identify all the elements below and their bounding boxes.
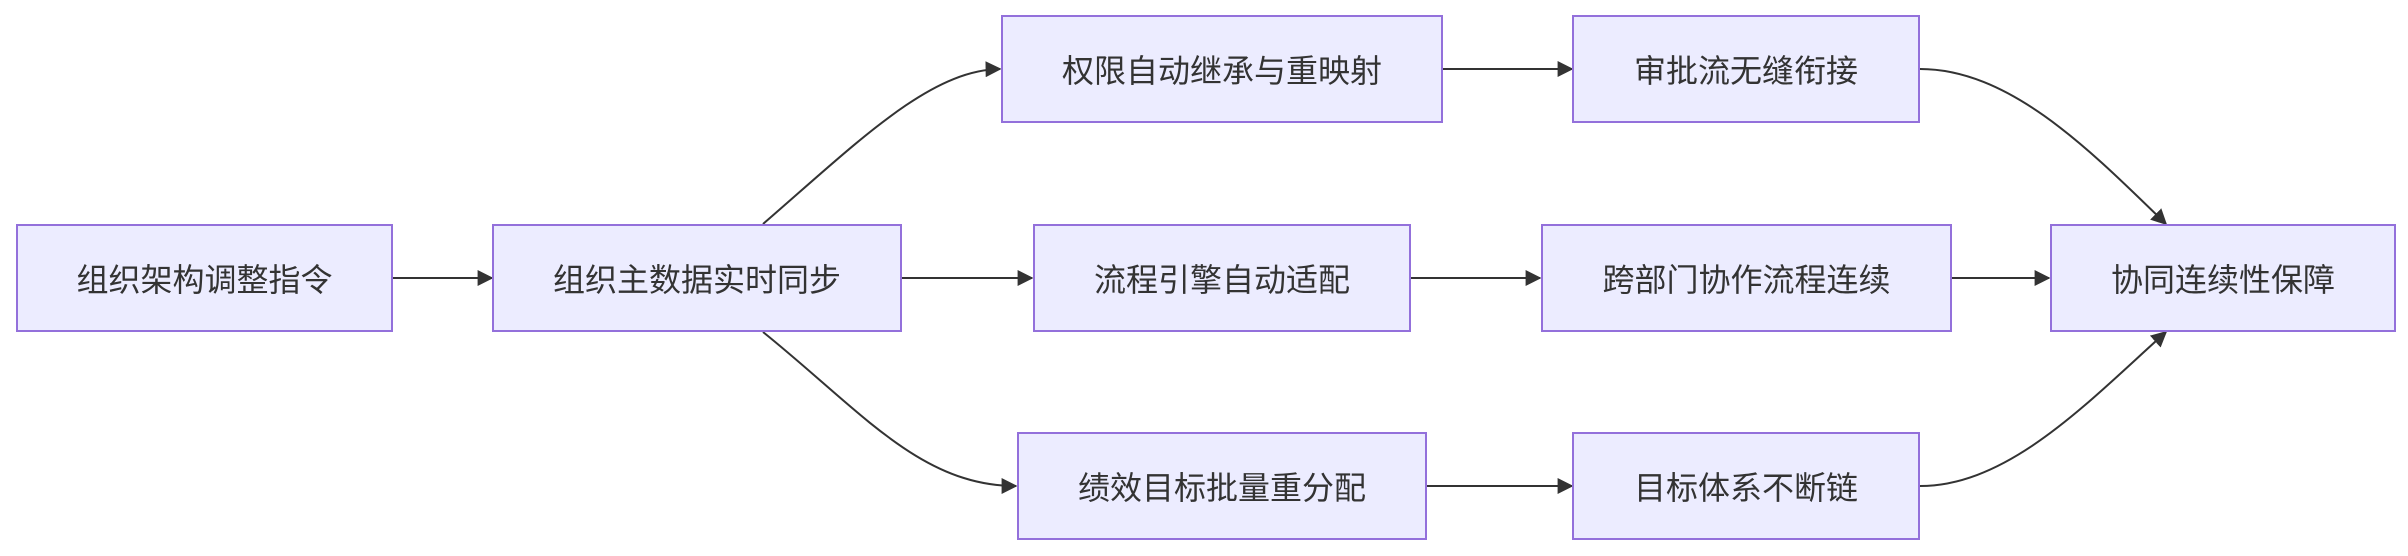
node-label: 审批流无缝衔接 <box>1633 52 1858 90</box>
node-org-adjust-command[interactable]: 组织架构调整指令 <box>16 224 393 332</box>
edge-n4-n9 <box>1919 68 2168 226</box>
edge-n8-n9 <box>1919 330 2168 487</box>
node-target-system-unbroken[interactable]: 目标体系不断链 <box>1572 432 1920 540</box>
edge-n2-n7 <box>762 331 1018 494</box>
node-label: 协同连续性保障 <box>2110 261 2335 299</box>
node-org-master-data-sync[interactable]: 组织主数据实时同步 <box>492 224 902 332</box>
node-collab-continuity-guarantee[interactable]: 协同连续性保障 <box>2050 224 2396 332</box>
node-permission-inherit-remap[interactable]: 权限自动继承与重映射 <box>1001 15 1443 123</box>
node-process-engine-adapt[interactable]: 流程引擎自动适配 <box>1033 224 1411 332</box>
node-label: 跨部门协作流程连续 <box>1602 261 1891 299</box>
node-performance-target-redistribute[interactable]: 绩效目标批量重分配 <box>1017 432 1427 540</box>
node-label: 权限自动继承与重映射 <box>1061 52 1382 90</box>
node-label: 目标体系不断链 <box>1633 469 1858 507</box>
edge-n2-n3 <box>762 61 1002 225</box>
node-label: 绩效目标批量重分配 <box>1077 469 1366 507</box>
node-label: 组织主数据实时同步 <box>552 261 841 299</box>
node-label: 组织架构调整指令 <box>76 261 333 299</box>
node-approval-flow-seamless[interactable]: 审批流无缝衔接 <box>1572 15 1920 123</box>
node-label: 流程引擎自动适配 <box>1093 261 1350 299</box>
node-cross-dept-collab-continuous[interactable]: 跨部门协作流程连续 <box>1541 224 1952 332</box>
